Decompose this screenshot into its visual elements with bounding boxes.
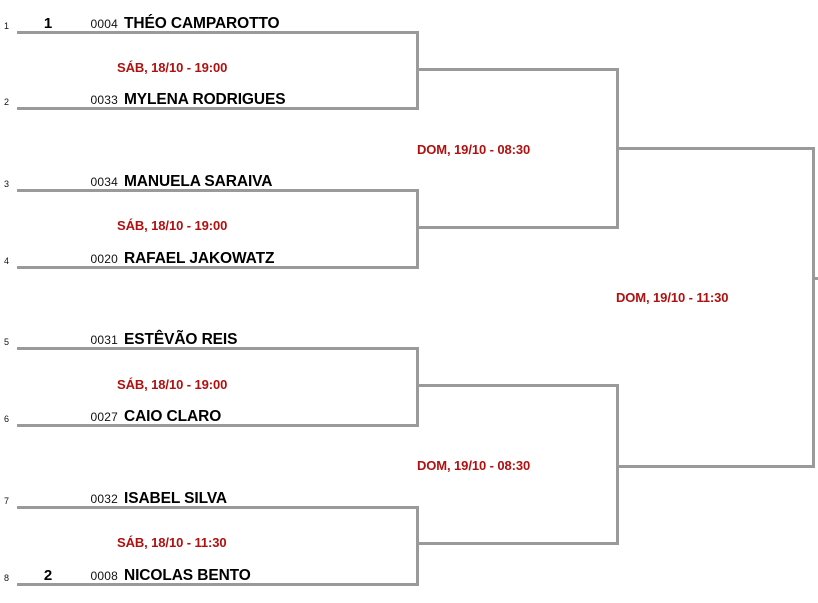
player-position: 1 <box>4 21 10 31</box>
bracket-line-r1-m2-top <box>17 189 419 192</box>
bracket-line-sf2-join <box>616 384 619 545</box>
player-row[interactable]: 2 0033 MYLENA RODRIGUES <box>4 88 414 108</box>
player-id: 0027 <box>90 410 118 424</box>
player-name: THÉO CAMPAROTTO <box>124 15 280 32</box>
bracket-line-r1-m3-join <box>416 347 419 427</box>
bracket-line-r1-m4-join <box>416 506 419 586</box>
bracket-line-r1-m4-stub <box>419 542 619 545</box>
player-name: CAIO CLARO <box>124 408 222 425</box>
player-id: 0031 <box>90 333 118 347</box>
player-name: ESTÊVÃO REIS <box>124 331 238 348</box>
player-id: 0034 <box>90 175 118 189</box>
player-id: 0033 <box>90 93 118 107</box>
player-position: 7 <box>4 496 10 506</box>
bracket-line-sf1-join <box>616 68 619 229</box>
player-position: 8 <box>4 573 10 583</box>
player-row[interactable]: 4 0020 RAFAEL JAKOWATZ <box>4 247 414 267</box>
bracket-line-sf1-stub <box>619 147 815 150</box>
bracket-line-r1-m1-join <box>416 31 419 110</box>
bracket-line-sf2-stub <box>619 465 815 468</box>
match-time-final: DOM, 19/10 - 11:30 <box>616 290 729 305</box>
bracket-line-final-stub <box>815 277 818 280</box>
player-id: 0020 <box>90 252 118 266</box>
bracket-line-r1-m4-bottom <box>17 583 419 586</box>
player-row[interactable]: 5 0031 ESTÊVÃO REIS <box>4 328 414 348</box>
bracket-line-r1-m3-bottom <box>17 424 419 427</box>
bracket-line-r1-m3-top <box>17 347 419 350</box>
player-position: 5 <box>4 337 10 347</box>
match-time-r1-m3: SÁB, 18/10 - 19:00 <box>117 377 228 392</box>
player-position: 4 <box>4 256 10 266</box>
player-position: 6 <box>4 414 10 424</box>
player-row[interactable]: 7 0032 ISABEL SILVA <box>4 487 414 507</box>
bracket-line-r1-m1-stub <box>419 68 619 71</box>
player-name: NICOLAS BENTO <box>124 567 251 584</box>
player-row[interactable]: 3 0034 MANUELA SARAIVA <box>4 170 414 190</box>
player-row[interactable]: 8 2 0008 NICOLAS BENTO <box>4 564 414 584</box>
bracket-line-r1-m2-join <box>416 189 419 269</box>
bracket-line-r1-m1-top <box>17 31 419 34</box>
bracket-line-r1-m4-top <box>17 506 419 509</box>
player-seed: 2 <box>43 567 53 584</box>
player-seed: 1 <box>43 15 53 32</box>
player-name: MYLENA RODRIGUES <box>124 91 286 108</box>
player-id: 0032 <box>90 492 118 506</box>
bracket-line-final-join <box>812 147 815 468</box>
bracket-line-r1-m1-bottom <box>17 107 419 110</box>
match-time-r1-m2: SÁB, 18/10 - 19:00 <box>117 218 228 233</box>
match-time-sf2: DOM, 19/10 - 08:30 <box>417 458 531 473</box>
player-position: 2 <box>4 97 10 107</box>
player-row[interactable]: 6 0027 CAIO CLARO <box>4 405 414 425</box>
player-row[interactable]: 1 1 0004 THÉO CAMPAROTTO <box>4 12 414 32</box>
player-position: 3 <box>4 179 10 189</box>
bracket-line-r1-m2-stub <box>419 226 619 229</box>
player-id: 0008 <box>90 569 118 583</box>
player-name: ISABEL SILVA <box>124 490 228 507</box>
bracket-line-r1-m2-bottom <box>17 266 419 269</box>
player-name: MANUELA SARAIVA <box>124 173 273 190</box>
match-time-r1-m1: SÁB, 18/10 - 19:00 <box>117 60 228 75</box>
player-id: 0004 <box>90 17 118 31</box>
bracket-line-r1-m3-stub <box>419 384 619 387</box>
player-name: RAFAEL JAKOWATZ <box>124 250 275 267</box>
match-time-r1-m4: SÁB, 18/10 - 11:30 <box>117 535 227 550</box>
match-time-sf1: DOM, 19/10 - 08:30 <box>417 142 531 157</box>
